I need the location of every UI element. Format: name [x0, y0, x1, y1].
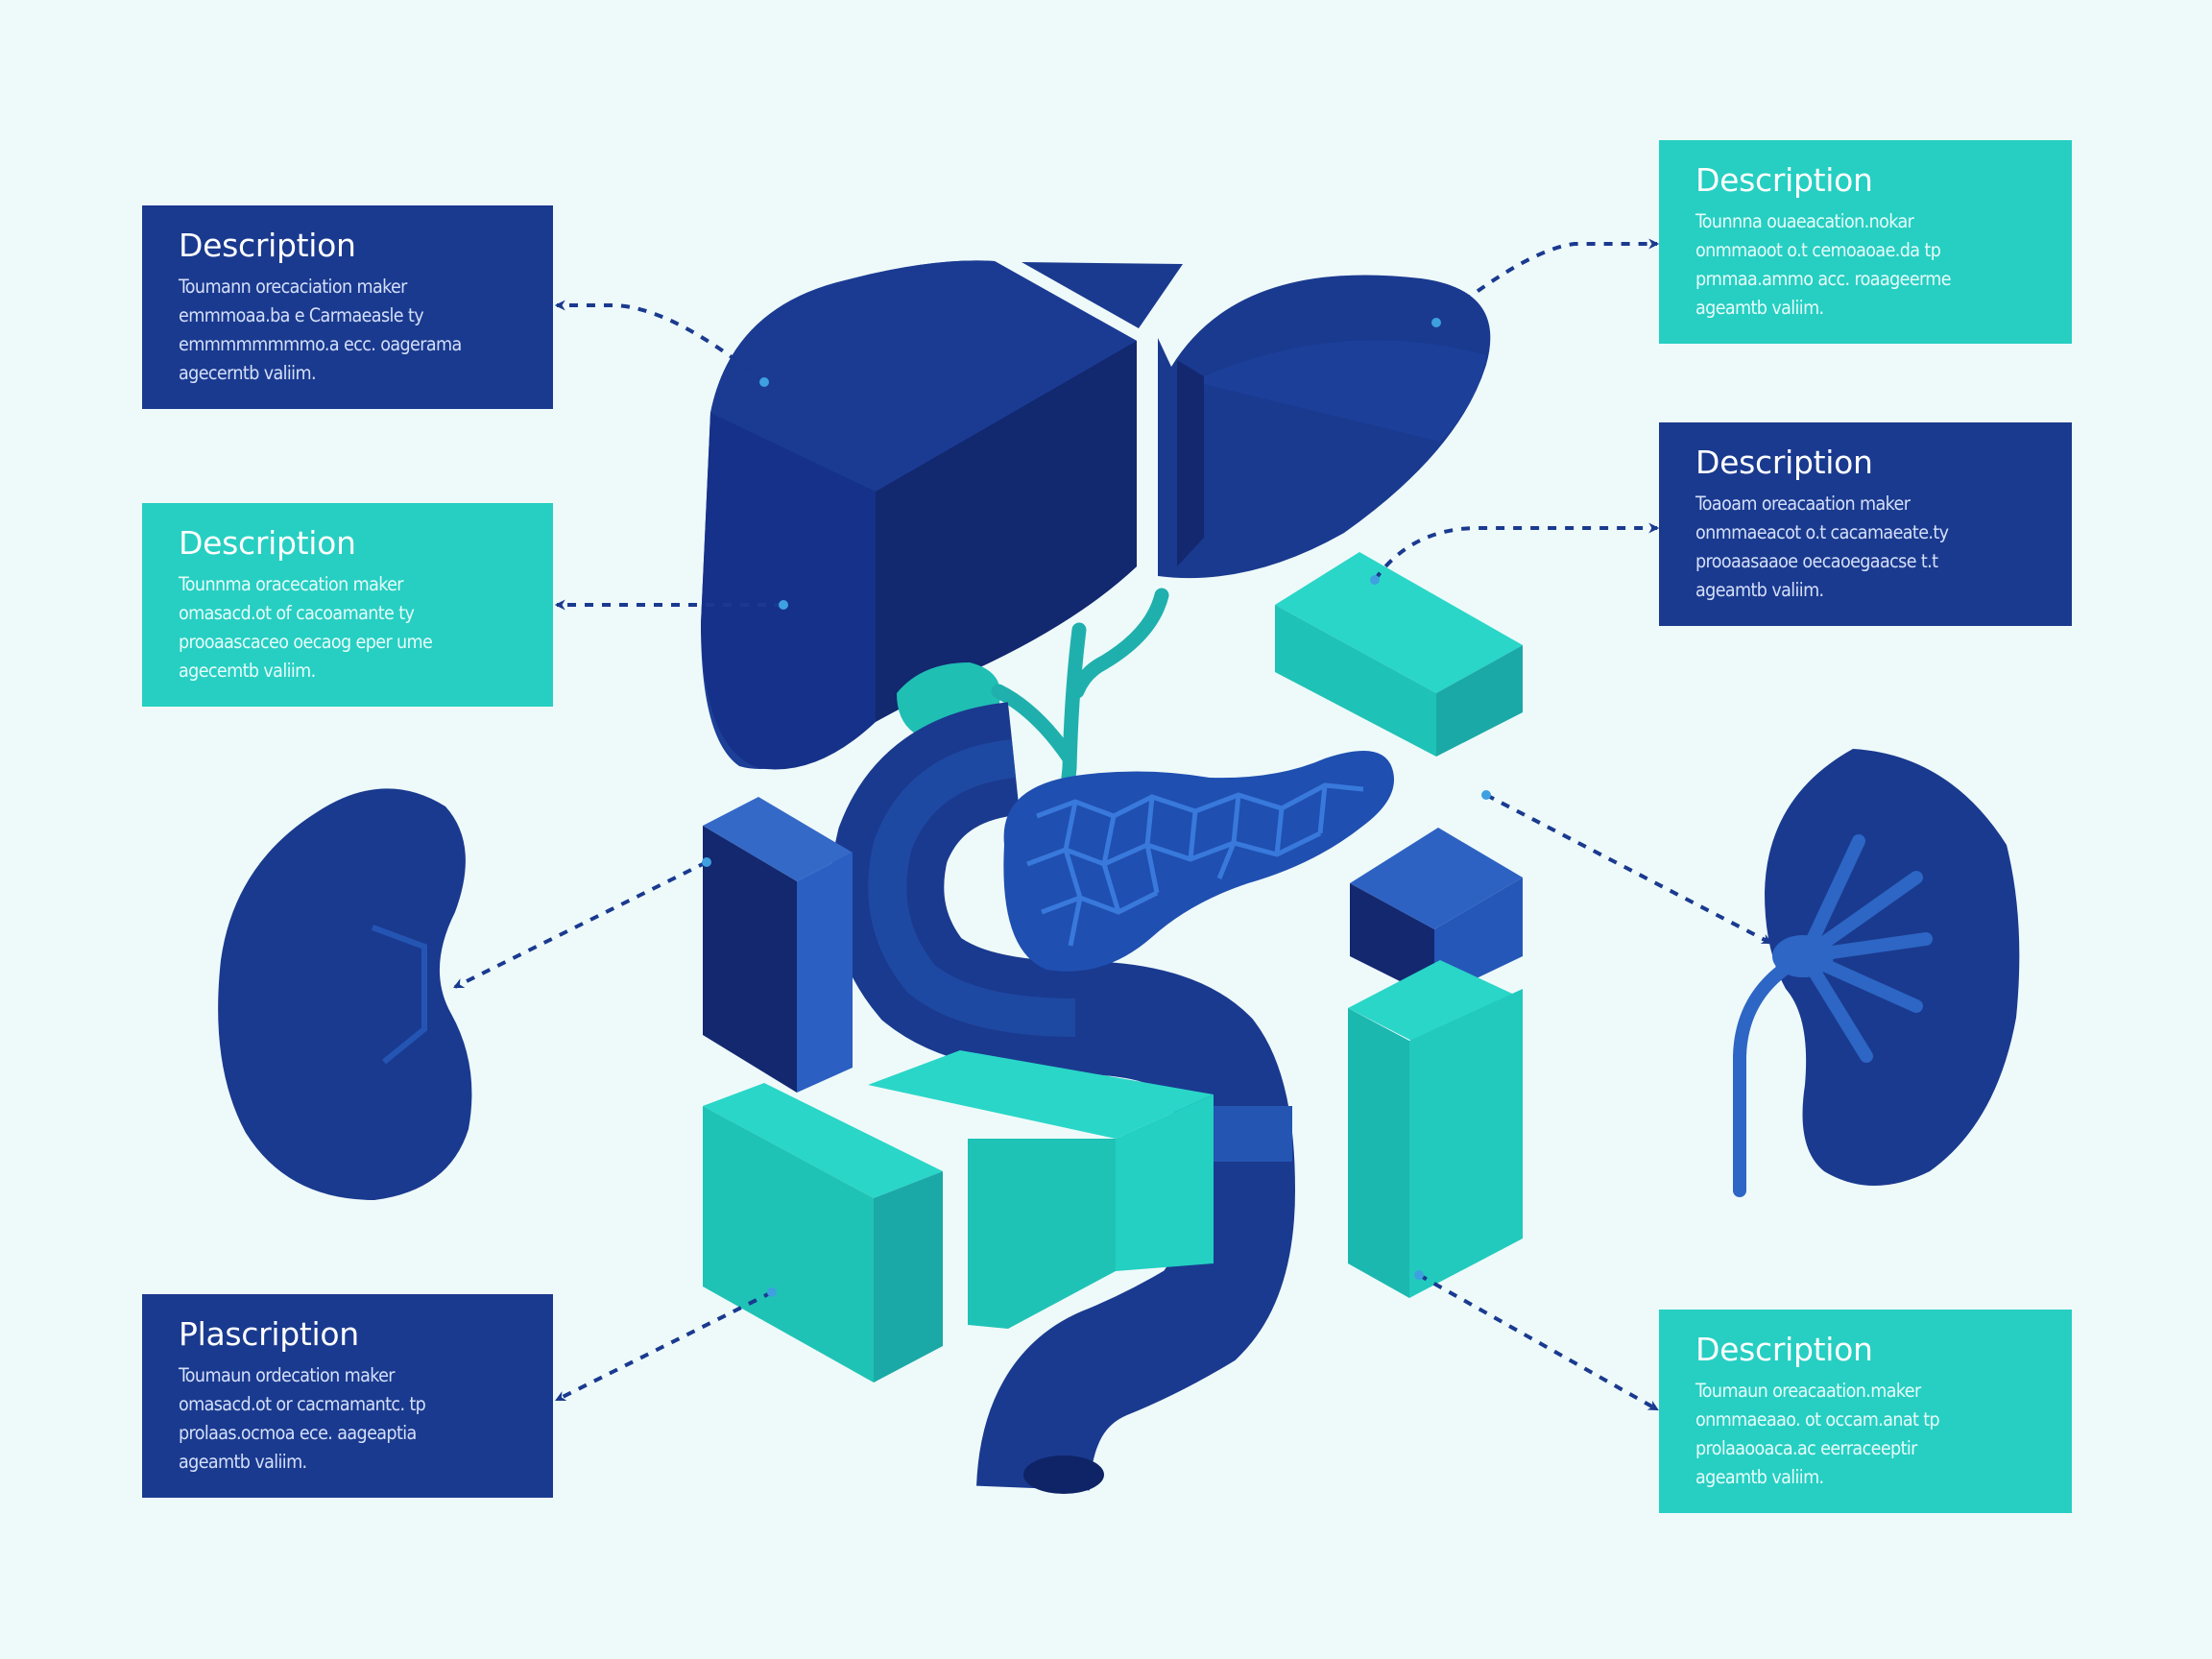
label-body: Toumann orecaciation maker emmmoaa.ba e … — [179, 276, 462, 384]
label-body: Toaoam oreacaation maker onmmaeacot o.t … — [1695, 493, 1949, 601]
label-title: Description — [179, 524, 356, 562]
label-top-left: Description Toumann orecaciation maker e… — [142, 205, 553, 409]
liver — [701, 260, 1491, 770]
connector-mid-right — [1373, 522, 1660, 582]
label-body: Tounnma oracecation maker omasacd.ot of … — [179, 573, 433, 682]
label-title: Plascription — [179, 1315, 359, 1353]
label-bottom-left: Plascription Toumaun ordecation maker om… — [142, 1294, 553, 1498]
connector-kidney-right — [1485, 793, 1772, 945]
connector-bottom-right — [1418, 1273, 1659, 1411]
liver-top-sliver — [1022, 262, 1183, 328]
kidney-left — [218, 788, 472, 1200]
kidney-right — [1733, 749, 2020, 1197]
label-title: Description — [1695, 1331, 1873, 1368]
label-title: Description — [1695, 444, 1873, 481]
label-top-right: Description Tounnna ouaeacation.nokar on… — [1659, 140, 2072, 344]
block-teal-upper-right — [1275, 552, 1523, 757]
block-blue-left — [703, 797, 853, 1093]
label-body: Toumaun ordecation maker omasacd.ot or c… — [179, 1364, 426, 1473]
connector-top-left — [554, 300, 766, 384]
label-mid-right: Description Toaoam oreacaation maker onm… — [1659, 422, 2072, 626]
label-title: Description — [1695, 161, 1873, 199]
block-teal-lower-left — [703, 1083, 943, 1382]
label-bottom-right: Description Toumaun oreacaation.maker on… — [1659, 1310, 2072, 1513]
block-teal-center — [868, 1050, 1214, 1329]
connector-bottom-left — [555, 1290, 773, 1402]
block-teal-lower-right — [1348, 960, 1523, 1298]
connector-dots — [702, 318, 1491, 1297]
label-body: Toumaun oreacaation.maker onmmaeaao. ot … — [1695, 1380, 1940, 1488]
pancreas — [1003, 751, 1394, 972]
label-mid-left: Description Tounnma oracecation maker om… — [142, 503, 553, 707]
connectors — [453, 238, 1772, 1411]
label-body: Tounnna ouaeacation.nokar onmmaoot o.t c… — [1695, 210, 1952, 319]
label-title: Description — [179, 227, 356, 264]
connector-kidney-left — [453, 860, 708, 989]
